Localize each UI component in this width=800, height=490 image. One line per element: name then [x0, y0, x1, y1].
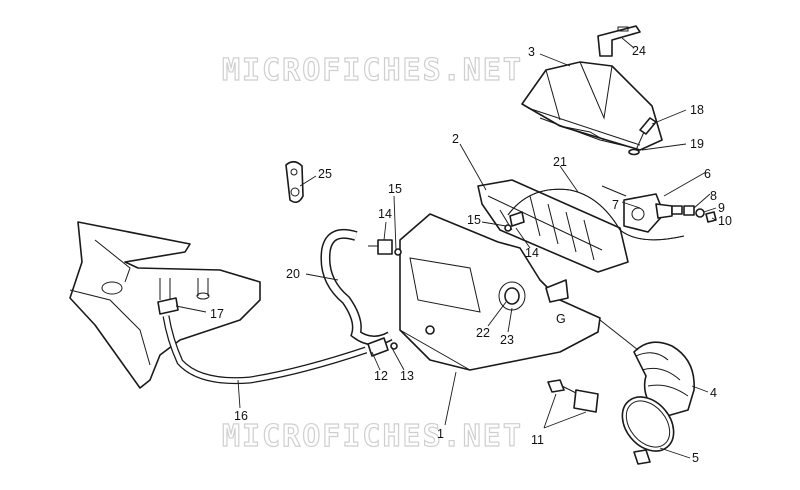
watermark-top: MICROFICHES.NET: [222, 53, 523, 88]
watermark-bottom: MICROFICHES.NET: [222, 419, 523, 454]
callout-15-right: 15: [467, 213, 481, 227]
washer-part-19: [628, 148, 640, 156]
callout-4: 4: [710, 386, 717, 400]
bracket-part-25: [285, 160, 304, 204]
callout-22: 22: [476, 326, 490, 340]
clip-part-24: [597, 25, 641, 57]
callout-8: 8: [710, 189, 717, 203]
callout-15-left: 15: [388, 182, 402, 196]
clamp-part-17: [157, 297, 179, 315]
callout-18: 18: [690, 103, 704, 117]
callout-23: 23: [500, 333, 514, 347]
callout-12: 12: [374, 369, 388, 383]
callout-17: 17: [210, 307, 224, 321]
fittings-12-13: [367, 337, 398, 357]
callout-25: 25: [318, 167, 332, 181]
letter-g-marking: G: [556, 312, 566, 326]
callout-1: 1: [437, 427, 444, 441]
leader-lines: [175, 37, 717, 459]
callout-14-right: 14: [525, 246, 539, 260]
callout-5: 5: [692, 451, 699, 465]
callout-19: 19: [690, 137, 704, 151]
callout-7: 7: [612, 198, 619, 212]
callout-2: 2: [452, 132, 459, 146]
hose-part-16: [162, 315, 368, 385]
callout-10: 10: [718, 214, 732, 228]
callout-labels: 1 2 3 4 5 6 7 8 9 10 11 12 13 14 14 15 1…: [210, 44, 732, 465]
callout-20: 20: [286, 267, 300, 281]
callout-3: 3: [528, 45, 535, 59]
airbox-body-part-1: G: [399, 213, 601, 371]
sensor-part-11: [547, 379, 599, 413]
callout-9: 9: [718, 201, 725, 215]
valve-part-6: [623, 193, 683, 233]
fittings-14-15-right: [504, 211, 525, 232]
hose-part-20: [320, 228, 393, 346]
callout-21: 21: [553, 155, 567, 169]
fittings-14-15-left: [368, 239, 402, 256]
hose-part-21: [507, 188, 685, 241]
callout-14-left: 14: [378, 207, 392, 221]
callout-16: 16: [234, 409, 248, 423]
hose-clamp-part-5: [621, 396, 675, 465]
callout-24: 24: [632, 44, 646, 58]
callout-13: 13: [400, 369, 414, 383]
callout-6: 6: [704, 167, 711, 181]
airbox-cover-part-3: [521, 61, 663, 151]
callout-11: 11: [531, 433, 544, 447]
